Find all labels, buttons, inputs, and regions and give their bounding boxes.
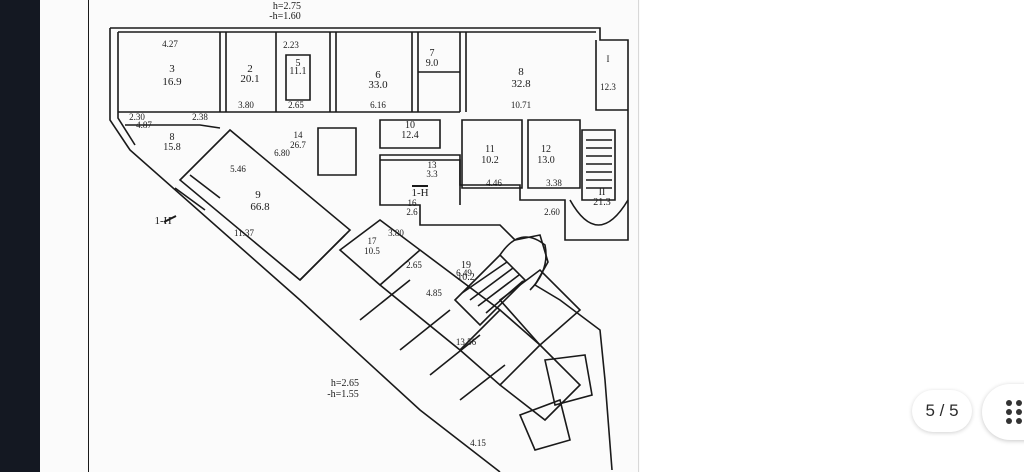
room-area: 10.2 bbox=[481, 155, 499, 166]
room-area: 12.4 bbox=[401, 130, 419, 141]
room-area: 10.5 bbox=[364, 246, 380, 256]
room-number: 10 bbox=[405, 120, 415, 131]
room-number: II bbox=[599, 187, 606, 198]
section-mark: 1-H bbox=[154, 215, 171, 227]
room-number: 11 bbox=[485, 144, 495, 155]
room-area: 21.3 bbox=[593, 197, 611, 208]
dimension-label: 3.38 bbox=[546, 178, 562, 188]
dimension-label: 2.38 bbox=[192, 112, 208, 122]
grid-view-button[interactable] bbox=[982, 384, 1024, 440]
section-mark: 1-H bbox=[411, 187, 428, 199]
dimension-label: 4.87 bbox=[136, 120, 152, 130]
dimension-label: 11.37 bbox=[234, 228, 254, 238]
top-height-label-2: -h=1.60 bbox=[269, 11, 300, 22]
room-number: 3 bbox=[169, 63, 175, 75]
room-area: 3.3 bbox=[426, 169, 438, 179]
room-area: 20.1 bbox=[240, 73, 259, 85]
dimension-label: 3.80 bbox=[388, 228, 404, 238]
bottom-height-label: h=2.65 bbox=[331, 378, 359, 389]
dimension-label: 6.49 bbox=[456, 268, 472, 278]
viewer-left-backdrop bbox=[0, 0, 40, 472]
page-indicator: 5 / 5 bbox=[912, 390, 972, 432]
dimension-label: 4.85 bbox=[426, 288, 442, 298]
room-number: 8 bbox=[170, 132, 175, 143]
room-number: 5 bbox=[296, 58, 301, 69]
document-border bbox=[88, 0, 89, 472]
dimension-label: 4.27 bbox=[162, 39, 178, 49]
grid-dots-icon bbox=[1006, 400, 1024, 424]
dimension-label: 10.71 bbox=[511, 100, 531, 110]
room-number: 16 bbox=[408, 198, 418, 208]
room-number: 13 bbox=[428, 160, 438, 170]
room-number: I bbox=[607, 54, 610, 64]
room-area: 12.3 bbox=[600, 82, 616, 92]
dimension-label: 2.65 bbox=[406, 260, 422, 270]
room-area: 26.7 bbox=[290, 140, 306, 150]
dimension-label: 2.65 bbox=[288, 100, 304, 110]
room-number: 9 bbox=[255, 189, 261, 201]
room-number: 7 bbox=[430, 48, 435, 59]
room-number: 8 bbox=[518, 66, 524, 78]
dimension-label: 2.60 bbox=[544, 207, 560, 217]
dimension-label: 4.15 bbox=[470, 438, 486, 448]
room-number: 14 bbox=[294, 130, 304, 140]
top-height-label: h=2.75 bbox=[273, 1, 301, 12]
dimension-label: 5.46 bbox=[230, 164, 246, 174]
room-area: 13.0 bbox=[537, 155, 555, 166]
dimension-label: 13.56 bbox=[456, 337, 477, 347]
document-border-right bbox=[638, 0, 639, 472]
room-area: 15.8 bbox=[163, 142, 181, 153]
room-area: 32.8 bbox=[511, 78, 531, 90]
dimension-label: 6.80 bbox=[274, 148, 290, 158]
room-area: 33.0 bbox=[368, 79, 388, 91]
dimension-label: 3.80 bbox=[238, 100, 254, 110]
dimension-label: 2.30 bbox=[129, 112, 145, 122]
room-number: 2 bbox=[247, 63, 253, 75]
room-number: 6 bbox=[375, 69, 381, 81]
dimension-label: 2.23 bbox=[283, 40, 299, 50]
dimension-label: 6.16 bbox=[370, 100, 386, 110]
room-area: 16.9 bbox=[162, 76, 182, 88]
room-area: 2.6 bbox=[406, 207, 418, 217]
dimension-label: 4.46 bbox=[486, 178, 502, 188]
bottom-height-label-2: -h=1.55 bbox=[327, 389, 358, 400]
room-number: 12 bbox=[541, 144, 551, 155]
room-number: 17 bbox=[368, 236, 378, 246]
room-area: 11.1 bbox=[289, 66, 306, 77]
room-area: 10.2 bbox=[457, 272, 475, 283]
room-area: 9.0 bbox=[426, 58, 439, 69]
room-area: 66.8 bbox=[250, 201, 270, 213]
room-number: 19 bbox=[461, 260, 471, 271]
